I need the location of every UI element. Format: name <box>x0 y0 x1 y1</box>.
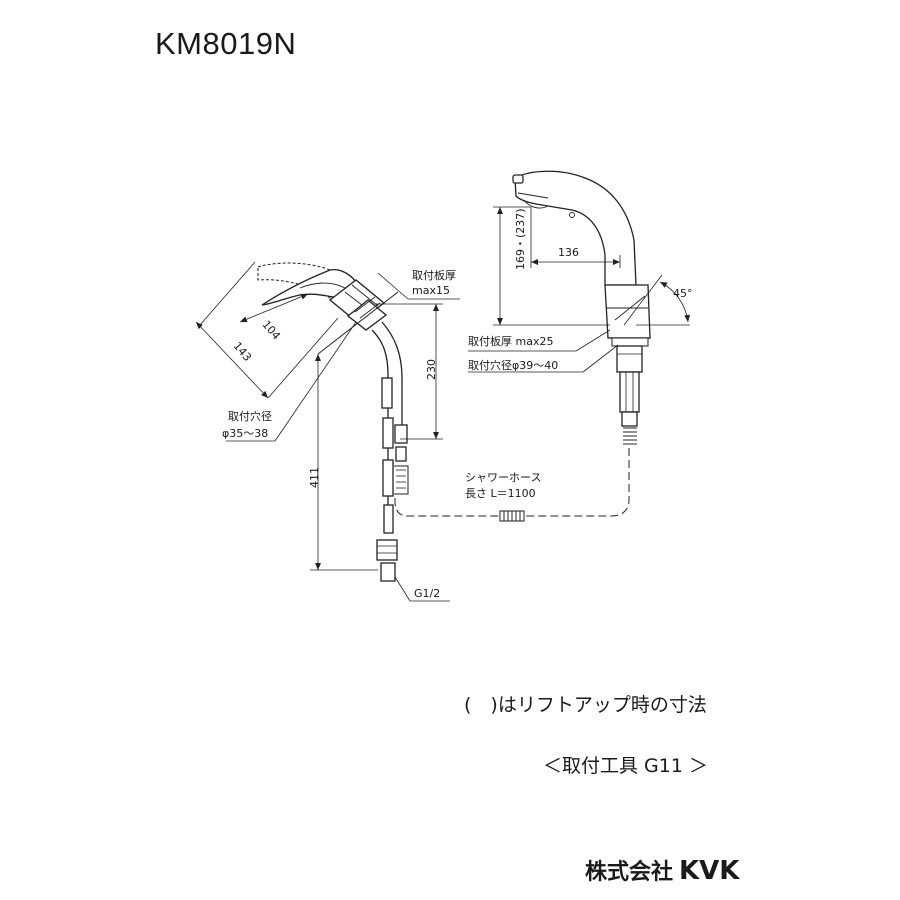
hose-length: 長さ L＝1100 <box>465 487 536 500</box>
spout-head <box>514 170 637 286</box>
value-hole-left: φ35～38 <box>222 427 268 440</box>
right-dimensions <box>468 206 691 373</box>
g12-fitting <box>376 539 398 561</box>
label-hole-left: 取付穴径 <box>228 409 272 423</box>
supply-pipe <box>371 329 389 520</box>
brand-block: 株式会社 KVK <box>585 854 739 886</box>
model-title: KM8019N <box>155 26 297 61</box>
company-name: 株式会社 <box>585 860 674 885</box>
faucet-body-right <box>604 284 651 339</box>
hose-label: シャワーホース <box>465 471 541 484</box>
hose-coil-middle <box>499 510 525 522</box>
angle-45: 45° <box>673 287 693 300</box>
thread-label: G1/2 <box>414 587 440 600</box>
tool-note: ＜取付工具 G11 ＞ <box>543 755 708 777</box>
label-plate-thickness-right: 取付板厚 max25 <box>468 334 553 348</box>
dim-reach-136: 136 <box>558 246 579 259</box>
dim-411: 411 <box>308 467 321 488</box>
value-hole-right: φ39～40 <box>512 359 558 372</box>
handle-lifted-outline <box>257 262 353 299</box>
kvk-logo: KVK <box>679 856 740 886</box>
dim-104: 104 <box>259 318 282 342</box>
dim-143: 143 <box>231 339 254 363</box>
right-faucet-view <box>512 170 651 445</box>
dim-spout-height: 169・(237) <box>514 208 527 270</box>
shank <box>616 345 643 373</box>
label-plate-thickness-left: 取付板厚 <box>412 268 456 282</box>
label-hole-right: 取付穴径φ39～40 <box>468 358 558 372</box>
dim-230: 230 <box>425 359 438 380</box>
mounting-nut <box>346 299 388 331</box>
hose-coil <box>623 427 637 445</box>
value-plate-thickness-left: max15 <box>412 284 450 297</box>
left-dimensions <box>195 261 460 602</box>
liftup-note: ( )はリフトアップ時の寸法 <box>464 694 707 716</box>
left-faucet-view <box>257 262 409 582</box>
